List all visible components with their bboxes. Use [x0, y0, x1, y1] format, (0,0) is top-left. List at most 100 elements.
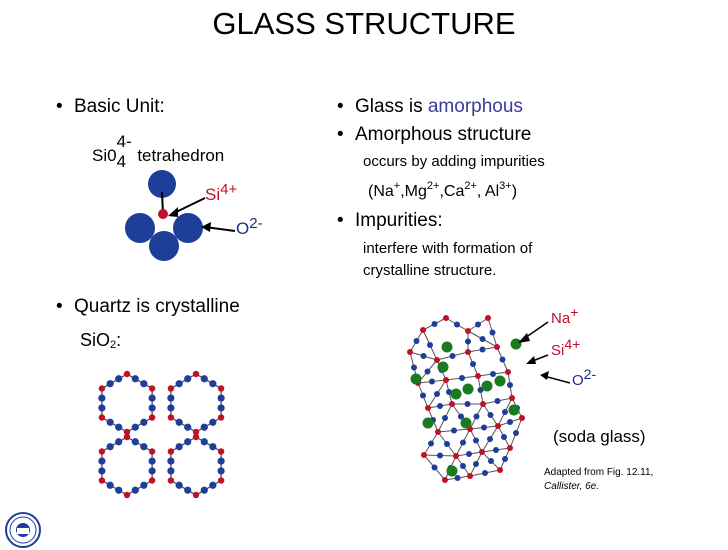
glass-oxygen-atom	[481, 424, 487, 431]
quartz-oxygen-atom	[131, 423, 139, 431]
glass-oxygen-atom	[413, 338, 420, 344]
glass-silicon-atom	[465, 328, 471, 334]
glass-sodium-ion	[494, 375, 506, 387]
ions-list: (Na+,Mg2+,Ca2+, Al3+)	[368, 180, 518, 201]
glass-silicon-atom	[485, 315, 491, 321]
quartz-bond	[195, 373, 222, 390]
university-seal-logo	[5, 512, 41, 548]
quartz-oxygen-atom	[140, 481, 148, 489]
glass-is-text: Glass is	[355, 96, 428, 117]
quartz-bond	[126, 373, 153, 390]
quartz-oxygen-atom	[184, 375, 192, 383]
glass-silicon-atom	[497, 467, 503, 473]
glass-oxygen-atom	[487, 436, 493, 442]
sio4-base: Si0	[92, 146, 117, 165]
quartz-silicon-atom	[98, 385, 106, 392]
si-base: Si	[205, 185, 221, 204]
credit-line-2: Callister, 6e.	[544, 481, 600, 492]
glass-silicon-atom	[443, 315, 449, 321]
glass-oxygen-atom	[499, 356, 506, 363]
glass-silicon-atom	[475, 373, 481, 379]
quartz-oxygen-atom	[140, 380, 148, 388]
glass-oxygen-atom	[458, 413, 464, 420]
quartz-oxygen-atom	[131, 375, 139, 383]
basic-unit-bullet: •Basic Unit:	[56, 96, 165, 118]
glass-oxygen-atom	[428, 440, 434, 447]
interfere-line-2: crystalline structure.	[363, 262, 497, 279]
glass-oxygen-atom	[459, 375, 465, 381]
quartz-oxygen-atom	[148, 457, 156, 465]
glass-oxygen-atom	[454, 321, 460, 328]
quartz-silicon-atom	[98, 477, 106, 484]
glass-oxygen-atom	[482, 470, 488, 476]
impurities-bullet: •Impurities:	[337, 210, 443, 232]
glass-si-label: Si4+	[551, 337, 580, 359]
glass-oxygen-atom	[454, 475, 461, 481]
quartz-oxygen-atom	[200, 438, 208, 446]
quartz-oxygen-atom	[167, 404, 175, 412]
glass-silicon-atom	[449, 401, 455, 407]
glass-sodium-ion	[460, 417, 472, 429]
glass-silicon-atom	[507, 445, 513, 451]
glass-silicon-atom	[494, 344, 500, 350]
glass-oxygen-atom	[507, 382, 513, 388]
glass-sodium-ion	[481, 380, 493, 392]
glass-oxygen-atom	[470, 361, 476, 367]
soda-glass-caption: (soda glass)	[553, 427, 646, 446]
glass-oxygen-atom	[502, 409, 508, 415]
quartz-oxygen-atom	[200, 375, 208, 383]
glass-silicon-atom	[425, 405, 431, 411]
glass-oxygen-atom	[473, 437, 479, 444]
quartz-bond	[195, 416, 222, 433]
quartz-silicon-atom	[192, 433, 200, 441]
quartz-oxygen-atom	[217, 404, 225, 412]
quartz-oxygen-atom	[131, 486, 139, 494]
quartz-oxygen-atom	[184, 423, 192, 431]
ion-mg-base: Mg	[404, 183, 427, 200]
ion-al-base: Al	[484, 183, 500, 200]
oxygen-atom-right	[173, 213, 203, 243]
glass-oxygen-atom	[446, 389, 452, 395]
sio2-subscript: 2	[110, 339, 117, 351]
quartz-silicon-atom	[148, 414, 156, 421]
o-arrow-line	[543, 375, 571, 384]
quartz-oxygen-atom	[200, 423, 208, 431]
quartz-silicon-atom	[123, 433, 131, 441]
quartz-bond	[101, 416, 128, 433]
glass-o-charge: 2-	[583, 366, 597, 382]
glass-sodium-ion	[510, 338, 522, 350]
quartz-oxygen-atom	[115, 375, 123, 383]
quartz-oxygen-atom	[106, 443, 114, 451]
interfere-line-1: interfere with formation of	[363, 240, 533, 257]
quartz-silicon-atom	[123, 428, 131, 436]
ion-ca-base: Ca	[443, 183, 465, 200]
quartz-oxygen-atom	[209, 418, 217, 426]
quartz-silicon-atom	[148, 477, 156, 484]
glass-oxygen-atom	[501, 434, 507, 440]
glass-oxygen-atom	[460, 463, 466, 469]
sio2-base: SiO	[80, 330, 111, 350]
glass-oxygen-atom	[479, 346, 486, 353]
oxygen-atom-bottom	[149, 231, 179, 261]
sio2-formula: SiO2:	[80, 330, 121, 351]
glass-oxygen-atom	[466, 451, 472, 457]
quartz-bond	[170, 479, 197, 496]
glass-oxygen-atom	[507, 419, 513, 425]
glass-silicon-atom	[495, 423, 501, 429]
glass-o-label: O2-	[572, 367, 596, 389]
glass-silicon-atom	[479, 449, 485, 455]
quartz-oxygen-atom	[167, 467, 175, 475]
ion-al-charge: 3+	[499, 180, 512, 192]
na-base: Na	[551, 310, 571, 327]
glass-silicon-atom	[519, 415, 525, 421]
glass-oxygen-atom	[488, 458, 494, 464]
na-arrowhead-icon	[518, 333, 530, 343]
glass-sodium-ion	[422, 417, 434, 429]
quartz-bond	[195, 436, 222, 453]
quartz-oxygen-atom	[106, 418, 114, 426]
o-arrowhead-icon	[201, 222, 211, 232]
glass-oxygen-atom	[429, 378, 435, 385]
quartz-bond	[170, 436, 197, 453]
ion-ca-charge: 2+	[464, 180, 477, 192]
